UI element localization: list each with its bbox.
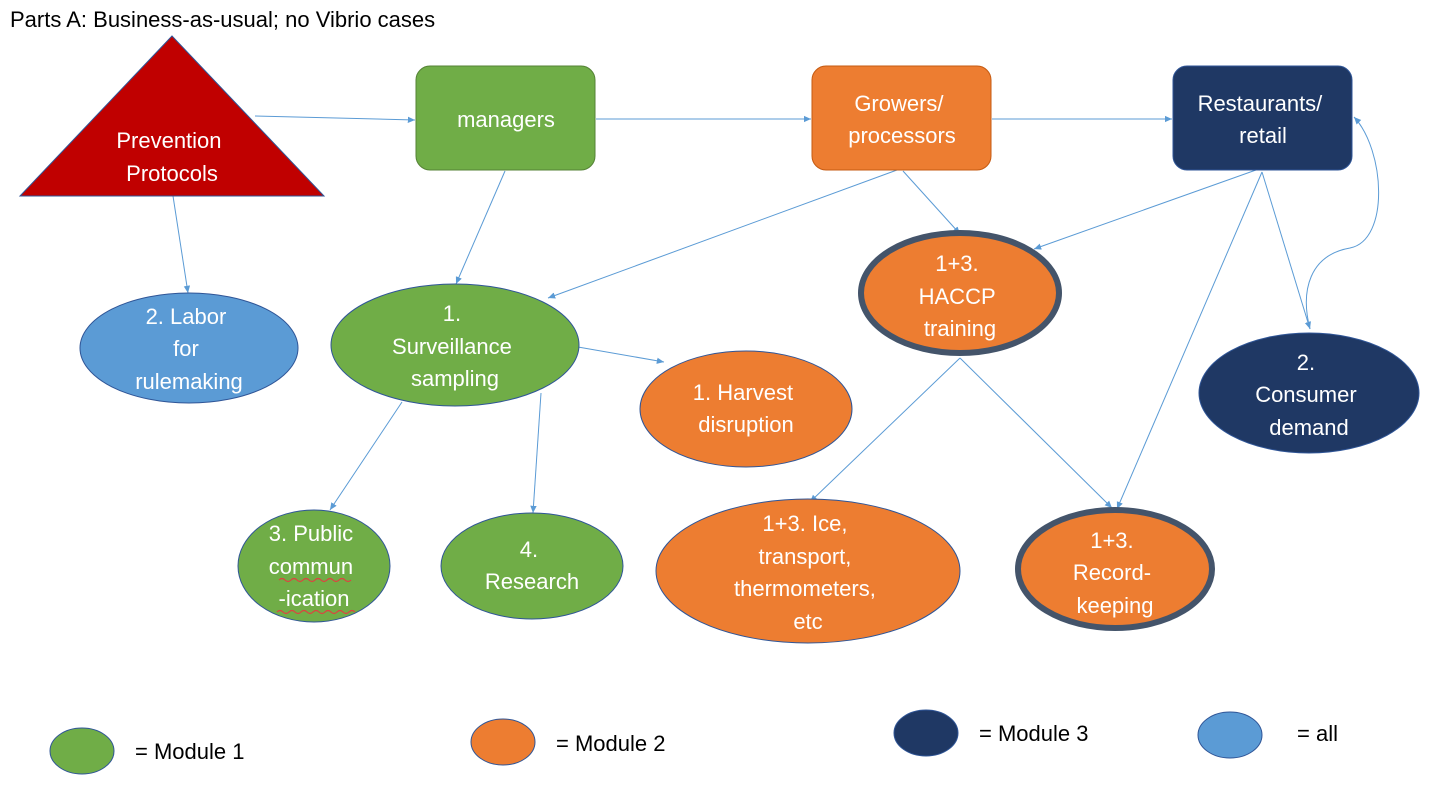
node-label-line: sampling (411, 366, 499, 391)
node-haccp-training: 1+3. HACCP training (858, 230, 1062, 356)
node-ice-transport: 1+3. Ice, transport, thermometers, etc (655, 498, 961, 644)
node-label-line: 3. Public (269, 521, 353, 546)
node-label-line: 1. Harvest (693, 380, 793, 405)
legend-module-1: = Module 1 (49, 727, 244, 775)
legend-label-all: = all (1297, 721, 1338, 746)
node-record-keeping: 1+3. Record- keeping (1015, 507, 1215, 631)
legend-swatch-module-1 (49, 727, 115, 775)
svg-text:2. Consumer demand: 2. Consumer demand (1255, 350, 1363, 440)
node-label-line: 1+3. Ice, (762, 511, 847, 536)
legend-module-2: = Module 2 (470, 718, 665, 766)
node-label-line: commun (269, 554, 353, 579)
node-label-line: demand (1269, 415, 1349, 440)
node-label-line: HACCP (919, 284, 996, 309)
node-restaurants-retail: Restaurants/ retail (1172, 65, 1353, 171)
node-label-line: 2. Labor (146, 304, 227, 329)
legend: = Module 1 = Module 2 = Module 3 = all (49, 709, 1338, 775)
legend-swatch-module-3 (893, 709, 959, 757)
svg-text:3. Public commun -: 3. Public commun -ication (269, 521, 360, 611)
node-label-line: 4. (520, 537, 538, 562)
node-label-line: Protocols (126, 161, 218, 186)
node-label-line: disruption (698, 412, 793, 437)
edge-consumer-restaurants-loop (1305, 116, 1380, 330)
svg-text:Restaurants/ retail: Restaurants/ retail (1198, 91, 1329, 148)
edge-restaurants-consumer (1261, 171, 1311, 330)
edge-restaurants-haccp (1033, 169, 1257, 250)
legend-label-module-3: = Module 3 (979, 721, 1088, 746)
edge-prevention-labor (172, 195, 191, 294)
svg-text:Growers/ processors: Growers/ processors (848, 91, 956, 148)
node-label-line: Consumer (1255, 382, 1356, 407)
node-research: 4. Research (440, 512, 624, 620)
node-public-communication: 3. Public commun -ication (237, 509, 391, 623)
node-label-line: Prevention (116, 128, 221, 153)
node-label-line: Restaurants/ (1198, 91, 1324, 116)
node-label-line: Record- (1073, 560, 1151, 585)
node-label-line: transport, (758, 544, 851, 569)
svg-text:1. Surveillance sa: 1. Surveillance sampling (392, 301, 518, 391)
edge-surveillance-research (530, 392, 542, 514)
diagram-title: Parts A: Business-as-usual; no Vibrio ca… (10, 7, 435, 32)
legend-label-module-1: = Module 1 (135, 739, 244, 764)
node-label-line: managers (457, 107, 555, 132)
edge-surveillance-harvest (577, 346, 665, 364)
node-label-line: Surveillance (392, 334, 512, 359)
node-label-line: training (924, 316, 996, 341)
node-prevention-protocols: Prevention Protocols (18, 35, 326, 197)
legend-swatch-all (1197, 711, 1263, 759)
legend-swatch-module-2 (470, 718, 536, 766)
node-surveillance-sampling: 1. Surveillance sampling (330, 283, 580, 407)
node-label-line: keeping (1076, 593, 1153, 618)
spellcheck-underline (278, 577, 352, 583)
node-label-line: 1+3. (1090, 528, 1133, 553)
spellcheck-underline (276, 609, 356, 615)
node-managers: managers (415, 65, 596, 171)
svg-text:4. Research: 4. Research (485, 537, 579, 594)
svg-text:1+3. Record- keepi: 1+3. Record- keeping (1073, 528, 1157, 618)
node-harvest-disruption: 1. Harvest disruption (639, 350, 853, 468)
svg-text:managers: managers (457, 107, 555, 132)
edge-growers-haccp (902, 170, 961, 235)
node-growers-processors: Growers/ processors (811, 65, 992, 171)
node-consumer-demand: 2. Consumer demand (1198, 332, 1420, 454)
node-label-line: for (173, 336, 199, 361)
node-label-line: 1+3. (935, 251, 978, 276)
node-label-line: thermometers, (734, 576, 876, 601)
node-label-line: retail (1239, 123, 1287, 148)
svg-text:Prevention Protocols: Prevention Protocols (116, 128, 227, 186)
legend-all: = all (1197, 711, 1338, 759)
node-label-line: processors (848, 123, 956, 148)
legend-label-module-2: = Module 2 (556, 731, 665, 756)
edge-growers-surveillance (547, 169, 898, 299)
node-labor-rulemaking: 2. Labor for rulemaking (79, 292, 299, 404)
svg-text:1+3. HACCP trainin: 1+3. HACCP training (919, 251, 1002, 341)
edge-haccp-ice (809, 357, 961, 503)
svg-text:1+3. Ice, transport,: 1+3. Ice, transport, thermometers, etc (734, 511, 882, 634)
node-label-line: Growers/ (854, 91, 944, 116)
node-label-line: rulemaking (135, 369, 243, 394)
legend-module-3: = Module 3 (893, 709, 1088, 757)
node-label-line: 2. (1297, 350, 1315, 375)
node-label-line: Research (485, 569, 579, 594)
edge-prevention-managers (254, 115, 416, 124)
edge-surveillance-public (329, 401, 403, 511)
edge-managers-surveillance (455, 170, 506, 285)
node-label-line: etc (793, 609, 822, 634)
node-label-line: -ication (279, 586, 350, 611)
edge-restaurants-record (1116, 171, 1263, 510)
node-label-line: 1. (443, 301, 461, 326)
svg-text:1. Harvest disruption: 1. Harvest disruption (693, 380, 799, 437)
svg-text:2. Labor for rulem: 2. Labor for rulemaking (135, 304, 243, 394)
edges (172, 115, 1380, 514)
edge-haccp-record (959, 357, 1113, 509)
